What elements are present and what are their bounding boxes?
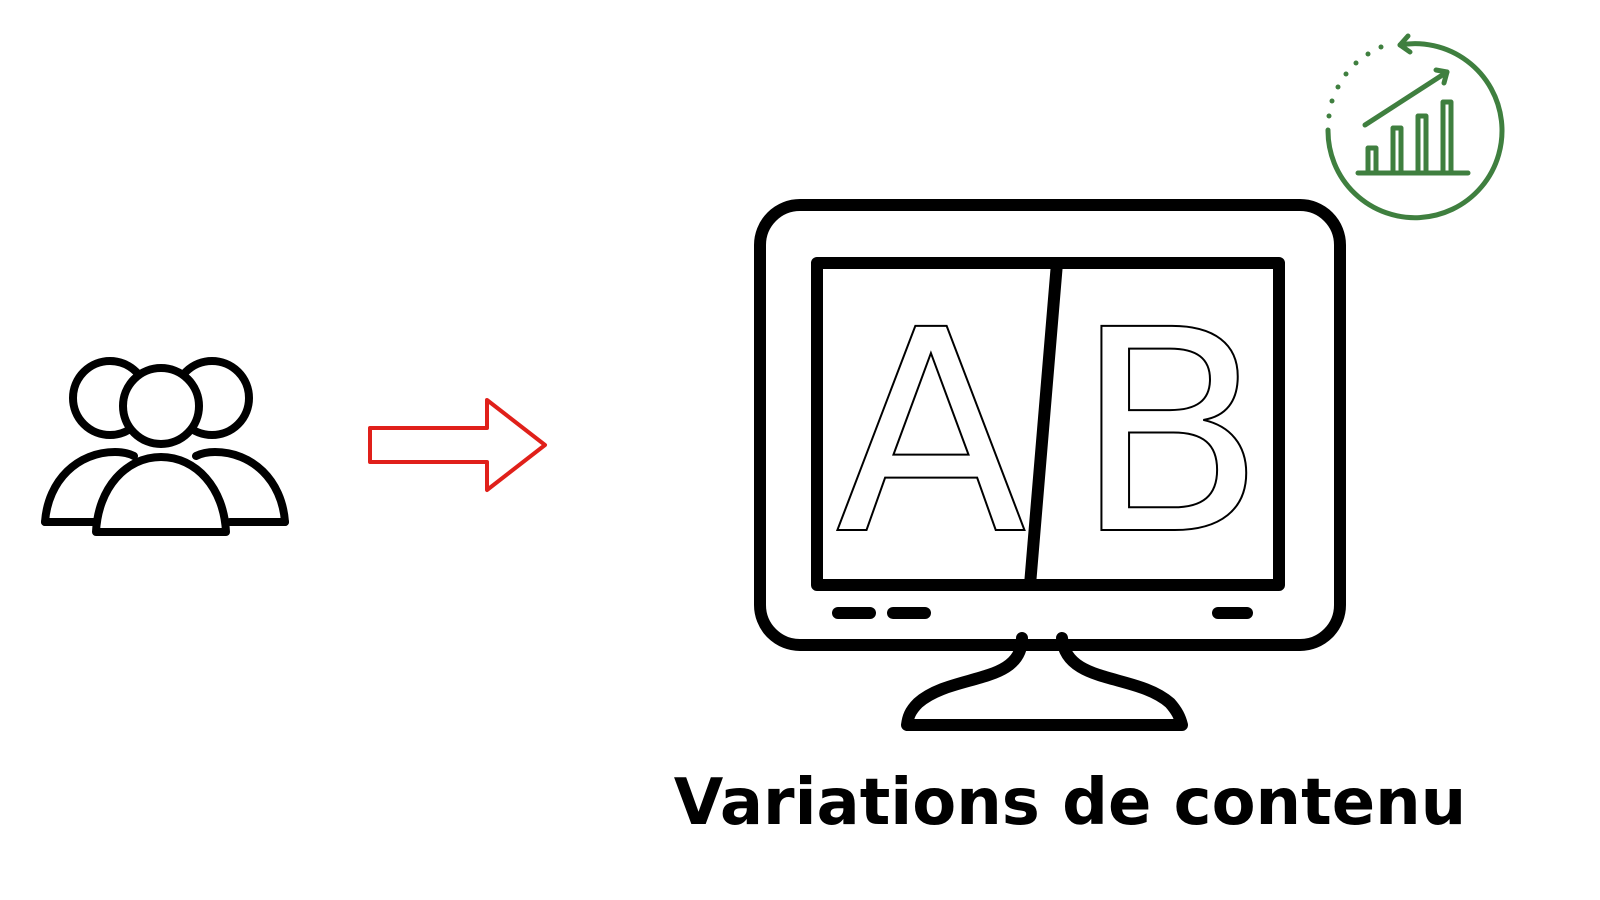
monitor-ab-test-icon: A B (754, 199, 1360, 755)
variant-b-label: B (1074, 271, 1266, 597)
variant-a-label: A (835, 271, 1028, 597)
growth-chart-icon (1325, 30, 1550, 230)
users-group-icon (40, 357, 290, 560)
arrow-right-icon (368, 398, 560, 510)
caption-text: Variations de contenu (673, 766, 1467, 840)
